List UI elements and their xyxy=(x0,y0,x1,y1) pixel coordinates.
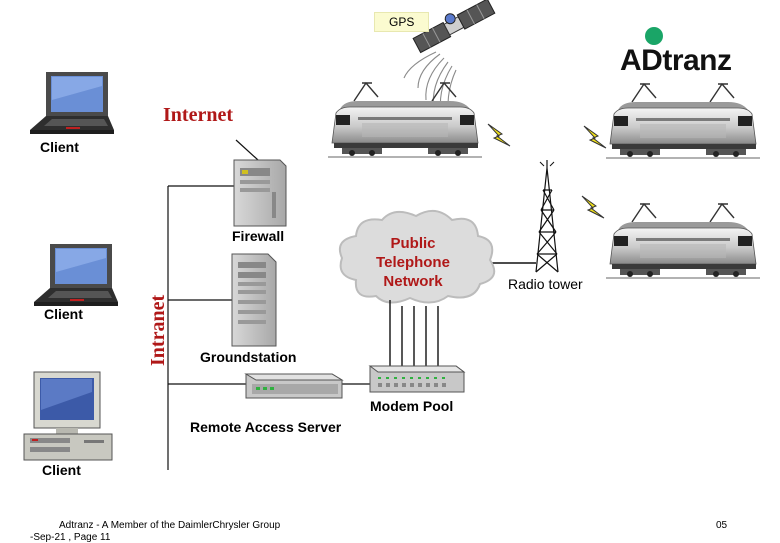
locomotive-icon xyxy=(327,82,483,158)
lightning-bolt-icon xyxy=(487,123,511,147)
satellite-icon xyxy=(403,0,496,125)
gps-label: GPS xyxy=(374,12,430,32)
groundstation-label: Groundstation xyxy=(200,349,297,365)
company-logo: ADtranz xyxy=(620,44,732,77)
network-box-icon xyxy=(244,373,344,399)
intranet-backbone xyxy=(167,139,370,470)
desktop-computer-icon xyxy=(23,371,113,461)
firewall-label: Firewall xyxy=(232,228,285,244)
laptop-icon xyxy=(34,244,118,306)
server-tower-icon xyxy=(231,253,277,347)
cloud-label-line3: Network xyxy=(383,273,443,290)
lightning-bolt-icon xyxy=(583,125,607,149)
client-label-bottom: Client xyxy=(42,462,81,478)
intranet-label: Intranet xyxy=(147,294,169,366)
cloud-label-line2: Telephone xyxy=(376,254,450,271)
modem-pool-label: Modem Pool xyxy=(370,398,454,414)
footer-company-line: Adtranz - A Member of the DaimlerChrysle… xyxy=(59,520,281,531)
client-label-top: Client xyxy=(40,139,79,155)
modem-pool-icon xyxy=(368,365,466,393)
footer-page-number: 05 xyxy=(716,520,728,531)
locomotive-icon xyxy=(605,83,761,159)
internet-label: Internet xyxy=(163,104,233,126)
server-tower-icon xyxy=(233,159,287,227)
footer-date-line: -Sep-21 , Page 11 xyxy=(30,532,111,543)
cloud-label-line1: Public xyxy=(390,235,436,252)
remote-access-server-label: Remote Access Server xyxy=(190,419,342,435)
logo-dot-icon xyxy=(645,27,663,45)
lightning-bolt-icon xyxy=(581,195,605,219)
cloud-modem-lines xyxy=(389,300,439,366)
locomotive-icon xyxy=(605,203,761,279)
radio-tower-icon xyxy=(535,160,559,273)
client-label-middle: Client xyxy=(44,306,83,322)
radio-tower-label: Radio tower xyxy=(508,276,583,292)
laptop-icon xyxy=(30,72,114,134)
cloud-label: Public Telephone Network xyxy=(358,234,468,291)
